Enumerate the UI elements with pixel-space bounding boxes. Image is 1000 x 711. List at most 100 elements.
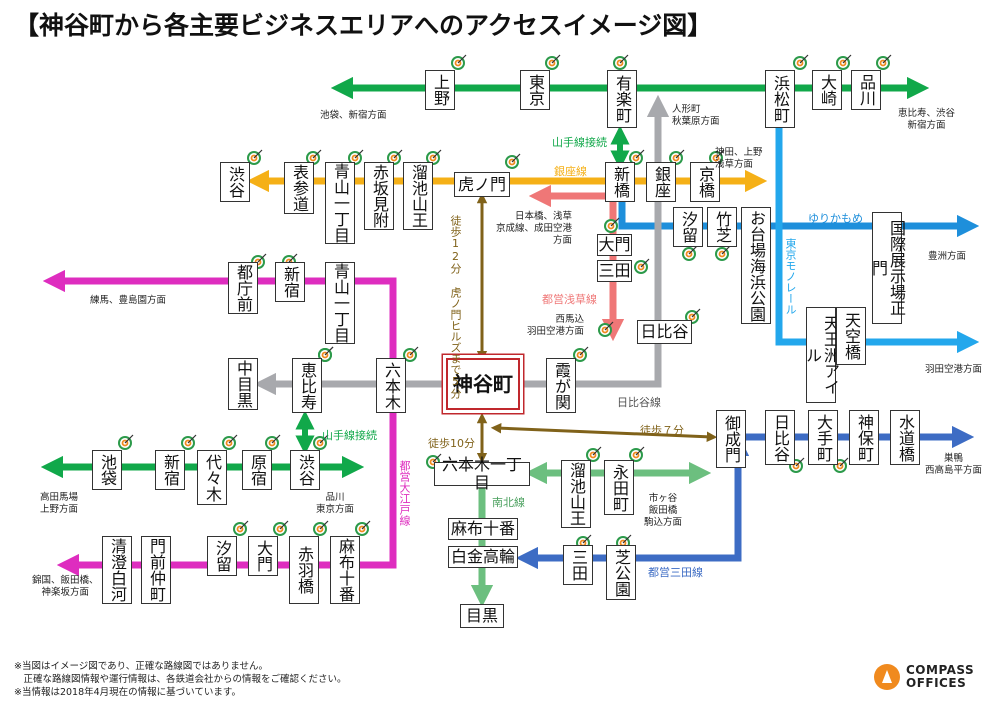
station-nakameguro: 中目黒 [228, 358, 258, 410]
station-nagatacho: 永田町 [604, 460, 634, 515]
target-icon [573, 346, 589, 362]
target-icon [545, 54, 561, 70]
station-daimon-oedo: 大門 [248, 536, 278, 576]
label-walk-onarimon: 徒歩７分 [640, 424, 684, 437]
label-hibiya: 日比谷線 [617, 396, 661, 409]
target-icon [629, 149, 645, 165]
logo-line2: OFFICES [906, 676, 967, 690]
footnote-line: 正確な路線図情報や運行情報は、各鉄道会社からの情報をご確認ください。 [14, 674, 347, 685]
target-icon [876, 54, 892, 70]
target-icon [387, 149, 403, 165]
label-monorail: 東京モノレール [784, 238, 797, 315]
monorail-line [775, 100, 980, 354]
direction-jinbocho: 人形町 秋葉原方面 [672, 104, 720, 127]
compass-logo-icon [874, 664, 900, 690]
station-tennozu: 天王洲アイル [803, 307, 840, 403]
footnote-line: ※当情報は2018年4月現在の情報に基づいています。 [14, 687, 241, 698]
station-monzen: 門前仲町 [141, 536, 171, 604]
target-icon [273, 520, 289, 536]
station-shirokane: 白金高輪 [448, 546, 518, 568]
target-icon [634, 258, 650, 274]
direction-ryogoku: 錦国、飯田橋、 神楽坂方面 [32, 575, 99, 598]
station-mita-asakusa: 三田 [597, 260, 632, 282]
label-mita: 都営三田線 [648, 566, 703, 579]
target-icon [118, 434, 134, 450]
target-icon [629, 446, 645, 462]
station-onarimon: 御成門 [716, 410, 746, 468]
station-kiyosumi: 清澄白河 [102, 536, 132, 604]
label-oedo: 都営大江戸線 [398, 460, 411, 526]
label-walk-toranomon: 徒歩12分 虎ノ門ヒルズまで5分 [449, 215, 462, 399]
station-tameike-namboku: 溜池山王 [561, 460, 591, 528]
station-shibuya-ginza: 渋谷 [220, 162, 250, 202]
direction-nishimagome: 西馬込 羽田空港方面 [527, 314, 585, 337]
station-ueno: 上野 [425, 70, 455, 110]
target-icon [715, 245, 731, 261]
station-tameike-ginza: 溜池山王 [403, 162, 433, 230]
station-tenku: 天空橋 [836, 307, 866, 365]
station-otemachi: 大手町 [808, 410, 838, 465]
target-icon [709, 149, 725, 165]
direction-kanda-ueno: 神田、上野 浅草方面 [715, 147, 763, 170]
station-shinbashi: 新橋 [605, 162, 635, 202]
station-shibuya-yamanote: 渋谷 [290, 450, 320, 490]
target-icon [793, 54, 809, 70]
station-ikebukuro: 池袋 [92, 450, 122, 490]
target-icon [598, 321, 614, 337]
station-kokusai: 国際展示場正門 [869, 212, 906, 324]
station-azabu-oedo: 麻布十番 [330, 536, 360, 604]
target-icon [306, 149, 322, 165]
footnotes: ※当図はイメージ図であり、正確な路線図ではありません。 正確な路線図情報や運行情… [14, 660, 347, 699]
direction-ebisu-shibuya: 恵比寿、渋谷 新宿方面 [898, 108, 956, 131]
target-icon [426, 149, 442, 165]
target-icon [313, 434, 329, 450]
station-roppongi: 六本木 [376, 358, 406, 413]
station-toranomon: 虎ノ門 [454, 172, 510, 197]
label-namboku: 南北線 [492, 496, 525, 509]
target-icon [403, 346, 419, 362]
station-mita-mita: 三田 [563, 545, 593, 585]
footnote-line: ※当図はイメージ図であり、正確な路線図ではありません。 [14, 661, 269, 672]
direction-nihonbashi: 日本橋、浅草 京成線、成田空港 方面 [496, 211, 573, 246]
label-walk-roppongi1: 徒歩10分 [428, 437, 475, 450]
target-icon [586, 446, 602, 462]
station-yurakucho: 有楽町 [607, 70, 637, 128]
target-icon [222, 434, 238, 450]
label-ginza: 銀座線 [554, 165, 587, 178]
direction-takadanobaba: 高田馬場 上野方面 [40, 492, 79, 515]
station-hibiya-mita: 日比谷 [765, 410, 795, 465]
station-harajuku: 原宿 [242, 450, 272, 490]
station-akasaka: 赤坂見附 [364, 162, 394, 230]
station-shiodome-oedo: 汐留 [207, 536, 237, 576]
target-icon [604, 217, 620, 233]
direction-toyosu: 豊洲方面 [928, 251, 967, 262]
station-hibiya: 日比谷 [637, 320, 692, 344]
station-aoyama-ginza: 青山一丁目 [325, 162, 355, 244]
target-icon [682, 245, 698, 261]
direction-shinagawa-tokyo: 品川 東京方面 [316, 492, 355, 515]
station-aoyama-oedo: 青山一丁目 [325, 262, 355, 344]
label-yamanote-transfer-top: 山手線接続 [552, 136, 607, 149]
label-yamanote-transfer-bottom: 山手線接続 [322, 429, 377, 442]
station-hamamatsucho: 浜松町 [765, 70, 795, 128]
direction-nerima: 練馬、豊島園方面 [90, 295, 167, 306]
target-icon [836, 54, 852, 70]
label-asakusa: 都営浅草線 [542, 293, 597, 306]
company-logo: COMPASS OFFICES [874, 664, 974, 690]
page-title: 【神谷町から各主要ビジネスエリアへのアクセスイメージ図】 [14, 11, 713, 40]
station-akabanebashi: 赤羽橋 [289, 536, 319, 604]
target-icon [613, 54, 629, 70]
station-azabu: 麻布十番 [448, 518, 518, 540]
target-icon [233, 520, 249, 536]
direction-ichigaya: 市ヶ谷 飯田橋 駒込方面 [644, 493, 683, 528]
target-icon [505, 153, 521, 169]
station-suidobashi: 水道橋 [890, 410, 920, 465]
station-kamiyacho: 神谷町 [446, 358, 520, 410]
walk-route-onarimon [490, 422, 718, 443]
station-yoyogi: 代々木 [197, 450, 227, 505]
target-icon [181, 434, 197, 450]
target-icon [247, 149, 263, 165]
target-icon [313, 520, 329, 536]
target-icon [348, 149, 364, 165]
station-ginza: 銀座 [646, 162, 676, 202]
